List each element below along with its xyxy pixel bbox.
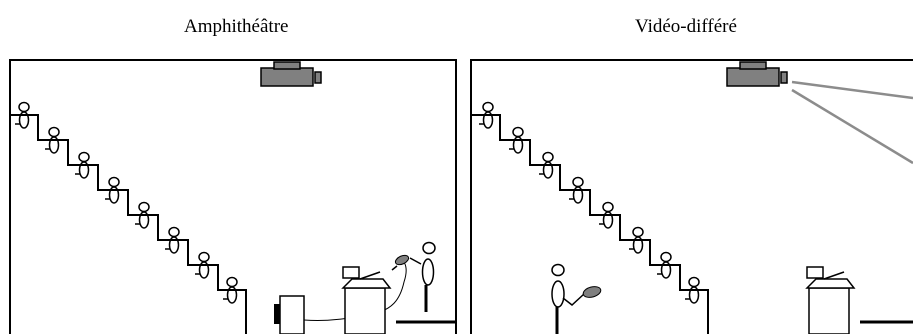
podium-icon (341, 266, 392, 334)
staircase-left (10, 114, 247, 334)
room-outline-right (470, 59, 913, 334)
video-differe-panel (470, 59, 913, 334)
spectator-figure (15, 101, 238, 304)
amphitheatre-panel (9, 59, 457, 334)
projector-icon (260, 61, 322, 87)
spectator-figure (479, 101, 700, 304)
podium-icon (805, 266, 856, 334)
projector-icon (726, 61, 788, 87)
amphitheatre-title: Amphithéâtre (184, 16, 289, 37)
staircase-right (471, 114, 709, 334)
cable (303, 257, 407, 322)
projection-beam (791, 80, 913, 165)
paddle-icon (582, 286, 602, 298)
computer-icon (274, 295, 305, 334)
video-differe-title: Vidéo-différé (635, 16, 737, 37)
lecturer-figure (551, 263, 585, 334)
room-outline-left (9, 59, 457, 334)
lecturer-figure (409, 241, 436, 312)
microphone-icon (391, 254, 410, 271)
